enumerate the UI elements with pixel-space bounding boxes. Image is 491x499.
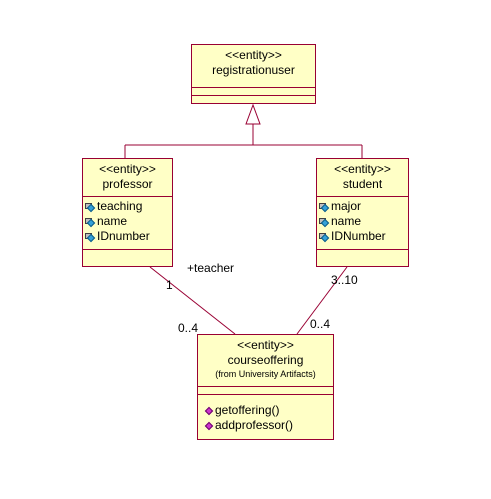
class-name: professor <box>102 177 153 191</box>
operation-item[interactable]: addprofessor() <box>204 418 294 433</box>
attribute-label: IDNumber <box>331 229 386 243</box>
multiplicity-professor: 1 <box>166 278 173 292</box>
multiplicity-course-student-side: 0..4 <box>310 317 331 331</box>
generalization-arrow-icon <box>245 103 261 125</box>
attribute-label: IDnumber <box>97 229 150 243</box>
multiplicity-course-professor-side: 0..4 <box>178 321 199 335</box>
operation-divider <box>192 95 315 96</box>
class-name: courseoffering <box>227 353 304 367</box>
attribute-item[interactable]: teaching <box>85 199 142 214</box>
class-name: registrationuser <box>212 63 295 77</box>
attribute-item[interactable]: IDnumber <box>85 229 150 244</box>
class-professor[interactable]: <<entity>> professor teaching name IDnum… <box>82 158 173 267</box>
private-attribute-icon <box>85 201 97 213</box>
attribute-item[interactable]: name <box>319 214 361 229</box>
attribute-label: major <box>331 199 362 213</box>
operation-label: addprofessor() <box>215 418 294 432</box>
attribute-label: name <box>331 214 362 228</box>
package-note: (from University Artifacts) <box>215 369 316 379</box>
class-courseoffering[interactable]: <<entity>> courseoffering (from Universi… <box>197 334 334 440</box>
operation-divider <box>83 249 172 250</box>
attribute-divider <box>317 196 408 197</box>
operation-divider <box>317 249 408 250</box>
operation-label: getoffering() <box>215 403 280 417</box>
attribute-divider <box>198 386 333 387</box>
attribute-label: name <box>97 214 128 228</box>
operation-item[interactable]: getoffering() <box>204 403 280 418</box>
operation-divider <box>198 394 333 395</box>
private-attribute-icon <box>319 231 331 243</box>
public-operation-icon <box>204 406 214 415</box>
class-stereotype: <<entity>> <box>237 338 294 352</box>
association-professor-courseoffering[interactable] <box>149 266 236 335</box>
class-name: student <box>342 177 383 191</box>
attribute-item[interactable]: IDNumber <box>319 229 386 244</box>
private-attribute-icon <box>85 216 97 228</box>
generalization-lines <box>124 124 363 158</box>
role-label-teacher: +teacher <box>187 261 235 275</box>
private-attribute-icon <box>85 231 97 243</box>
association-student-courseoffering[interactable] <box>296 266 348 335</box>
attribute-divider <box>192 87 315 88</box>
multiplicity-student: 3..10 <box>331 273 358 287</box>
public-operation-icon <box>204 421 214 430</box>
class-stereotype: <<entity>> <box>225 48 282 62</box>
class-stereotype: <<entity>> <box>99 162 156 176</box>
class-stereotype: <<entity>> <box>334 162 391 176</box>
class-student[interactable]: <<entity>> student major name IDNumber <box>316 158 409 267</box>
attribute-item[interactable]: name <box>85 214 127 229</box>
class-registrationuser[interactable]: <<entity>> registrationuser <box>191 44 316 104</box>
attribute-label: teaching <box>97 199 143 213</box>
attribute-item[interactable]: major <box>319 199 361 214</box>
private-attribute-icon <box>319 216 331 228</box>
attribute-divider <box>83 196 172 197</box>
private-attribute-icon <box>319 201 331 213</box>
